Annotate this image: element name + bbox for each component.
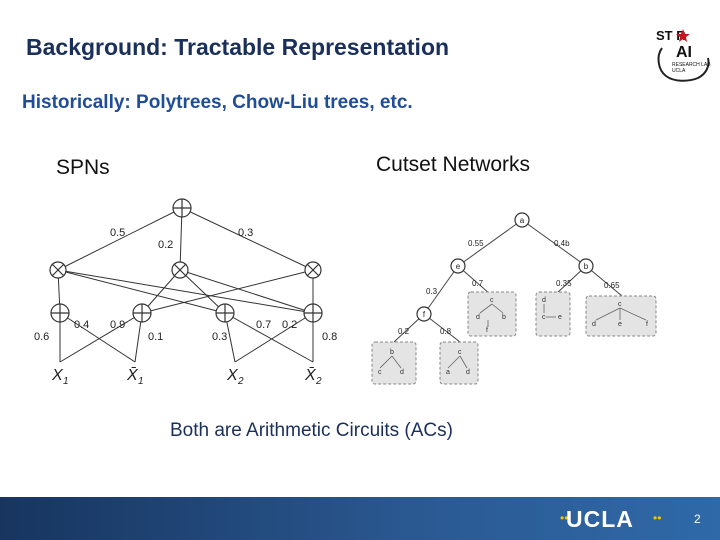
spn-weight: 0.2 [158, 239, 173, 251]
spn-weight: 0.8 [322, 331, 337, 343]
spn-weight: 0.9 [110, 319, 125, 331]
starai-logo: ST R AI RESEARCH LAB UCLA [652, 26, 714, 86]
logo-text-2: AI [676, 44, 692, 61]
ucla-dots-icon: •• [560, 511, 569, 525]
logo-text-4: UCLA [672, 68, 686, 74]
spn-sum-node [50, 303, 70, 323]
spn-weight: 0.4 [74, 319, 89, 331]
box-var: d [466, 369, 470, 376]
box-var: f [646, 321, 648, 328]
cutset-leaf-box [439, 341, 479, 385]
spn-leaf: X̄ [304, 367, 317, 384]
box-var: d [592, 321, 596, 328]
cutset-node [416, 306, 432, 322]
page-number: 2 [694, 512, 701, 526]
box-var: a [446, 369, 450, 376]
spn-root-sum [172, 198, 192, 218]
box-var: d [400, 369, 404, 376]
cutset-weight: 0.65 [604, 281, 620, 290]
cutset-node-label: a [520, 216, 525, 225]
box-var: d [476, 314, 480, 321]
cutset-network-diagram: a e b f 0.55 0.4b 0.7 0.3 0.35 0.65 0.2 … [371, 212, 657, 385]
spn-weight: 0.2 [282, 319, 297, 331]
box-var: c [618, 301, 622, 308]
spn-weight: 0.3 [238, 227, 253, 239]
cutset-node [514, 212, 530, 228]
spn-leaf-subscript: 1 [63, 376, 69, 387]
spn-weight: 0.7 [256, 319, 271, 331]
cutset-weight: 0.55 [468, 239, 484, 248]
cutset-leaf-box [585, 295, 657, 337]
spn-leaf-subscript: 2 [237, 376, 244, 387]
spn-leaf: X [226, 367, 239, 384]
cutset-node [450, 258, 466, 274]
footer-bar [0, 497, 720, 540]
cutset-weight: 0.8 [440, 327, 452, 336]
cutset-node-label: e [456, 262, 461, 271]
ucla-dots-icon: •• [653, 511, 662, 525]
logo-text-1: ST R [656, 28, 686, 43]
cutset-weight: 0.7 [472, 279, 484, 288]
box-var: b [502, 314, 506, 321]
cutset-leaf-box [535, 291, 571, 337]
box-var: e [558, 314, 562, 321]
cutset-node [578, 258, 594, 274]
spn-label: SPNs [56, 156, 110, 179]
ucla-logo: UCLA [566, 506, 634, 532]
box-var: f [486, 327, 488, 334]
box-var: c [542, 314, 546, 321]
cutset-weight: 0.2 [398, 327, 410, 336]
slide-subtitle: Historically: Polytrees, Chow-Liu trees,… [22, 92, 413, 113]
spn-leaf-subscript: 2 [315, 376, 322, 387]
slide-caption: Both are Arithmetic Circuits (ACs) [170, 420, 453, 441]
box-var: c [378, 369, 382, 376]
cutset-node-label: f [423, 310, 426, 319]
cutset-weight: 0.35 [556, 279, 572, 288]
spn-weight: 0.5 [110, 227, 125, 239]
spn-leaf: X [51, 367, 64, 384]
spn-weight: 0.3 [212, 331, 227, 343]
spn-product-node [171, 261, 189, 279]
spn-weight: 0.1 [148, 331, 163, 343]
cutset-leaf-box [467, 291, 517, 337]
slide-title: Background: Tractable Representation [26, 34, 450, 60]
spn-diagram: 0.5 0.2 0.3 0.6 0.4 0.9 0.1 0.3 0.7 0.2 … [34, 198, 337, 387]
box-var: e [618, 321, 622, 328]
cutset-weight: 0.3 [426, 287, 438, 296]
cutset-weight: 0.4b [554, 239, 570, 248]
box-var: b [390, 349, 394, 356]
spn-product-node [304, 261, 322, 279]
box-var: c [490, 297, 494, 304]
cutset-label: Cutset Networks [376, 153, 531, 176]
spn-leaf-subscript: 1 [138, 376, 144, 387]
spn-leaf: X̄ [126, 367, 139, 384]
cutset-leaf-box [371, 341, 417, 385]
box-var: c [458, 349, 462, 356]
logo-text-3: RESEARCH LAB [672, 62, 711, 68]
box-var: d [542, 297, 546, 304]
spn-sum-node [215, 303, 235, 323]
spn-sum-node [303, 303, 323, 323]
spn-sum-node [132, 303, 152, 323]
cutset-node-label: b [584, 262, 589, 271]
star-icon [676, 29, 690, 42]
spn-weight: 0.6 [34, 331, 49, 343]
spn-product-node [49, 261, 67, 279]
